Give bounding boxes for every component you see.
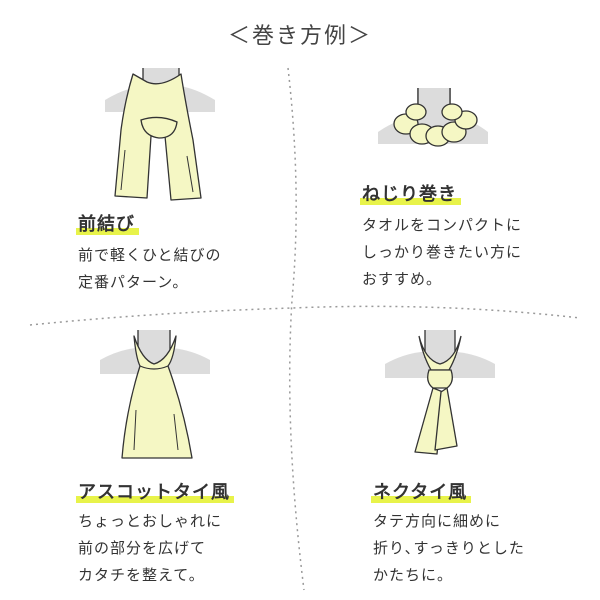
style-desc-twist: タオルをコンパクトに しっかり巻きたい方に おすすめ。	[362, 216, 523, 288]
style-desc-ascot: ちょっとおしゃれに 前の部分を広げて カタチを整えて。	[78, 512, 223, 584]
style-desc-front-knot: 前で軽くひと結びの 定番パターン。	[78, 246, 222, 291]
twist-illustration	[378, 88, 488, 147]
style-name-necktie: ネクタイ風	[370, 478, 472, 504]
style-name-twist: ねじり巻き	[360, 180, 461, 206]
page-title: ＜巻き方例＞	[227, 24, 372, 49]
style-name-front-knot: 前結び	[76, 210, 139, 236]
style-name-ascot: アスコットタイ風	[76, 478, 234, 504]
style-desc-necktie: タテ方向に細めに 折り､すっきりとした かたちに。	[373, 512, 525, 584]
ascot-illustration	[100, 330, 210, 459]
front-knot-illustration	[105, 68, 215, 201]
necktie-illustration	[385, 330, 495, 455]
